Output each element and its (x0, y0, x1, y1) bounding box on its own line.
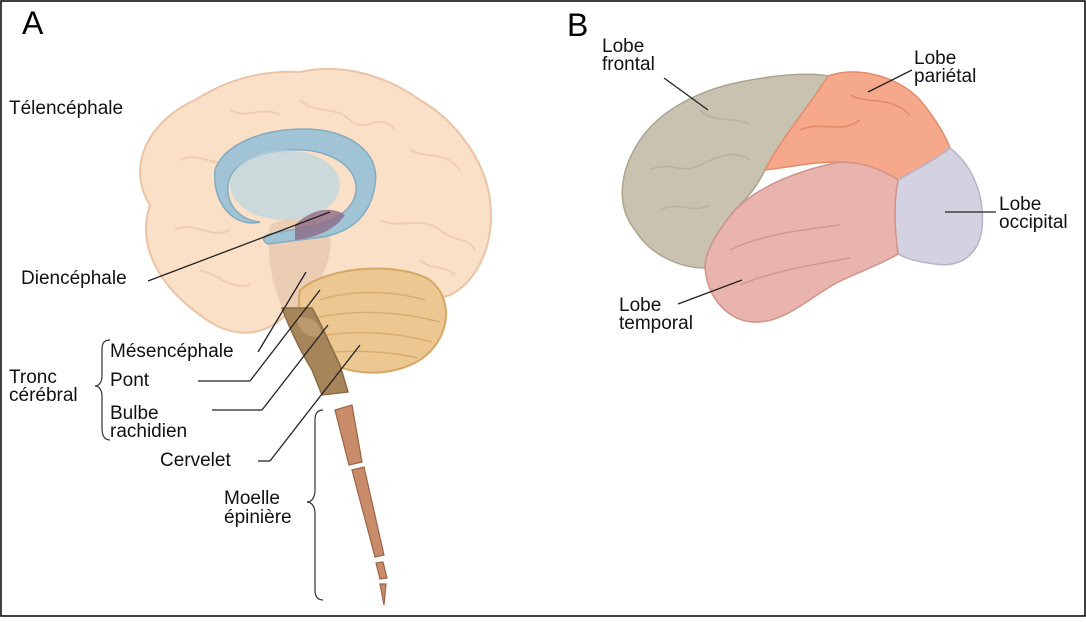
label-pont: Pont (110, 371, 149, 391)
label-tronc-line2: cérébral (9, 386, 78, 406)
panel-a-illustration (95, 69, 491, 605)
label-cervelet: Cervelet (160, 451, 231, 471)
tronc-cerebral-brace (95, 340, 110, 440)
label-moelle-line1: Moelle (224, 489, 280, 509)
label-mesencephale: Mésencéphale (110, 342, 234, 362)
panel-b-letter: B (567, 8, 588, 42)
label-telencephale: Télencéphale (9, 99, 123, 119)
moelle-epiniere-brace (307, 410, 323, 600)
label-parietal-line2: pariétal (914, 67, 976, 87)
label-temporal-line2: temporal (619, 314, 693, 334)
spinal-cord-shape (335, 405, 387, 605)
panel-a-letter: A (22, 6, 43, 40)
panel-b-illustration (622, 70, 996, 322)
label-moelle-line2: épinière (224, 508, 292, 528)
label-occipital-line2: occipital (999, 213, 1068, 233)
third-ventricle-shape (230, 150, 340, 220)
label-bulbe-line2: rachidien (110, 422, 187, 442)
label-diencephale: Diencéphale (21, 269, 127, 289)
label-frontal-line2: frontal (602, 55, 655, 75)
